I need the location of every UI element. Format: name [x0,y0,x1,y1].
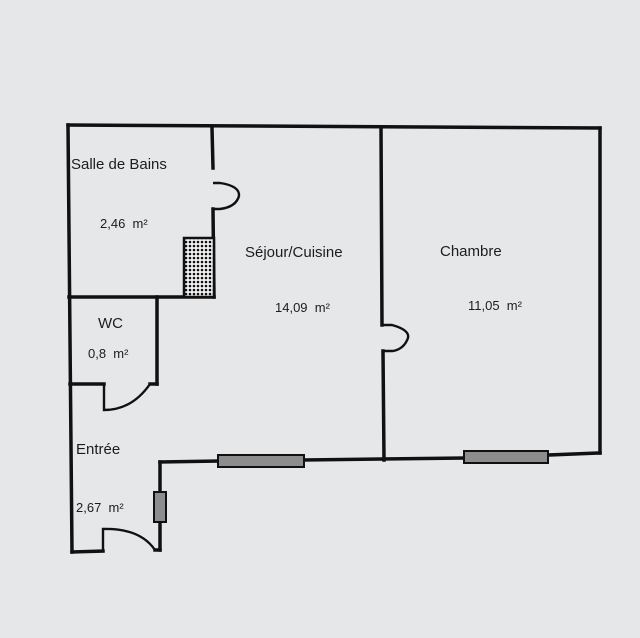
sejour-window [217,454,305,468]
room-label: Entrée [76,441,120,458]
room-wc: WC 0,8 m² [88,315,129,361]
bathroom-door [213,181,241,211]
room-salle-de-bains: Salle de Bains 2,46 m² [71,156,167,231]
room-entree: Entrée 2,67 m² [76,441,124,515]
room-label: Séjour/Cuisine [245,244,343,261]
room-area: 14,09 m² [275,300,331,315]
room-area: 2,67 m² [76,500,124,515]
shower-hatch [182,236,216,299]
wc-door [102,383,151,412]
doors [101,181,410,551]
room-label: Chambre [440,243,502,260]
walls [66,123,602,554]
room-area: 11,05 m² [468,298,523,313]
room-label: WC [98,315,123,332]
room-sejour-cuisine: Séjour/Cuisine 14,09 m² [245,244,343,315]
room-area: 2,46 m² [100,216,148,231]
bedroom-door [383,323,410,353]
chambre-window [463,450,549,464]
windows [153,450,549,523]
room-area: 0,8 m² [88,346,129,361]
room-chambre: Chambre 11,05 m² [440,243,523,313]
entrance-door [101,527,156,551]
entree-window [153,491,167,523]
room-label: Salle de Bains [71,156,167,173]
